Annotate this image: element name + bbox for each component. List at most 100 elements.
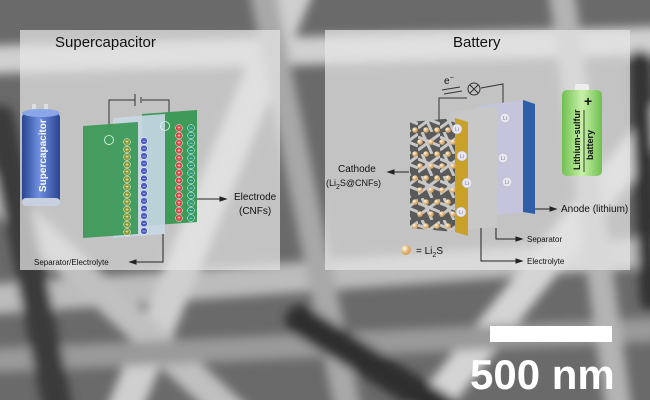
svg-text:+: + <box>125 148 129 154</box>
lithium-ion-icon: Li <box>456 150 468 162</box>
scale-bar-label: 500 nm <box>470 351 615 398</box>
svg-text:−: − <box>142 154 146 160</box>
svg-text:−: − <box>189 149 193 155</box>
anion-icon: − <box>187 169 195 177</box>
li2s-particle-icon <box>428 211 434 217</box>
li2s-particle-icon <box>412 151 418 157</box>
li2s-particle-icon <box>428 163 434 169</box>
svg-text:+: + <box>177 171 181 177</box>
anion-icon: − <box>140 219 148 228</box>
li2s-particle-icon <box>439 163 445 169</box>
anion-icon: − <box>187 176 195 185</box>
li2s-particle-icon <box>445 199 451 205</box>
svg-text:−: − <box>189 156 193 162</box>
cation-icon: + <box>175 214 183 222</box>
svg-text:−: − <box>189 216 193 222</box>
electrode-label: Electrode <box>234 192 277 203</box>
li2s-particle-icon <box>423 175 429 181</box>
svg-text:−: − <box>189 201 193 207</box>
cation-icon: + <box>175 154 183 162</box>
anion-icon: − <box>187 206 195 215</box>
cation-icon: + <box>123 138 131 146</box>
svg-text:+: + <box>177 209 181 215</box>
electrolyte-label: Electrolyte <box>527 257 565 266</box>
li2s-legend-label: = Li2S <box>416 246 443 259</box>
cation-icon: + <box>123 213 131 221</box>
electron-label: e− <box>444 75 454 87</box>
battery-title: Battery <box>453 34 501 51</box>
svg-text:+: + <box>125 223 129 229</box>
svg-text:−: − <box>142 169 146 175</box>
svg-text:−: − <box>142 139 146 145</box>
svg-text:−: − <box>142 177 146 183</box>
li2s-particle-icon <box>417 163 423 169</box>
svg-text:−: − <box>189 164 193 170</box>
lithium-ion-icon: Li <box>451 123 463 135</box>
svg-text:+: + <box>125 193 129 199</box>
svg-text:Li: Li <box>460 154 464 160</box>
cation-icon: + <box>123 190 131 199</box>
svg-text:−: − <box>189 126 193 132</box>
electrode-material-label: (CNFs) <box>239 206 271 217</box>
svg-text:+: + <box>177 216 181 222</box>
anion-icon: − <box>187 191 195 200</box>
anion-icon: − <box>140 189 148 198</box>
li2s-particle-icon <box>423 223 429 229</box>
anion-icon: − <box>187 154 195 162</box>
li2s-particle-icon <box>417 139 423 145</box>
li2s-particle-icon <box>450 163 456 169</box>
lithium-ion-icon: Li <box>497 152 509 164</box>
svg-text:Li: Li <box>465 181 469 187</box>
li2s-particle-icon <box>423 151 429 157</box>
anion-icon: − <box>140 174 148 183</box>
anion-icon: − <box>140 212 148 220</box>
svg-text:+: + <box>125 185 129 191</box>
cation-icon: + <box>123 175 131 184</box>
lithium-ion-icon: Li <box>501 176 513 188</box>
svg-text:+: + <box>125 215 129 221</box>
li2s-particle-icon <box>434 175 440 181</box>
anion-icon: − <box>187 139 195 147</box>
anion-icon: − <box>187 214 195 222</box>
ion-columns: +++++++++++++−−−−−−−−−−−−−+++++++++++++−… <box>123 124 195 236</box>
svg-text:−: − <box>142 207 146 213</box>
li2s-particle-icon <box>417 211 423 217</box>
lithium-ion-icon: Li <box>461 177 473 189</box>
leader-lines <box>386 169 558 264</box>
supercapacitor-title: Supercapacitor <box>55 34 156 51</box>
li2s-particle-icon <box>434 127 440 133</box>
li2s-particle-icon <box>434 199 440 205</box>
svg-text:−: − <box>142 184 146 190</box>
li2s-particle-icon <box>423 127 429 133</box>
anion-icon: − <box>140 159 148 168</box>
cation-icon: + <box>123 198 131 206</box>
li2s-particle-icon <box>412 199 418 205</box>
svg-text:Li: Li <box>503 116 507 122</box>
li2s-particle-icon <box>445 151 451 157</box>
li2s-particle-icon <box>428 139 434 145</box>
svg-text:+: + <box>177 141 181 147</box>
battery-device-label: Lithium-sulfur <box>572 109 582 170</box>
svg-text:+: + <box>125 140 129 146</box>
li2s-legend-icon <box>401 245 411 255</box>
separator-label: Separator <box>527 235 562 244</box>
li2s-particle-icon <box>412 175 418 181</box>
anode-lithium-side <box>523 100 535 214</box>
leader-lines <box>128 196 228 265</box>
li2s-particle-icon <box>412 127 418 133</box>
cation-icon: + <box>123 205 131 214</box>
svg-text:−: − <box>189 186 193 192</box>
svg-text:+: + <box>177 186 181 192</box>
svg-text:−: − <box>142 147 146 153</box>
anion-icon: − <box>140 167 148 175</box>
anion-icon: − <box>140 204 148 213</box>
anion-icon: − <box>140 144 148 153</box>
li2s-particle-icon <box>423 199 429 205</box>
svg-text:−: − <box>189 171 193 177</box>
supercapacitor-panel: Supercapacitor Supercapacitor ++++++++++… <box>20 30 280 270</box>
cation-icon: + <box>123 228 131 236</box>
li2s-particles <box>412 127 456 229</box>
svg-text:Li: Li <box>501 156 505 162</box>
cathode-material-label: (Li2S@CNFs) <box>326 178 381 191</box>
